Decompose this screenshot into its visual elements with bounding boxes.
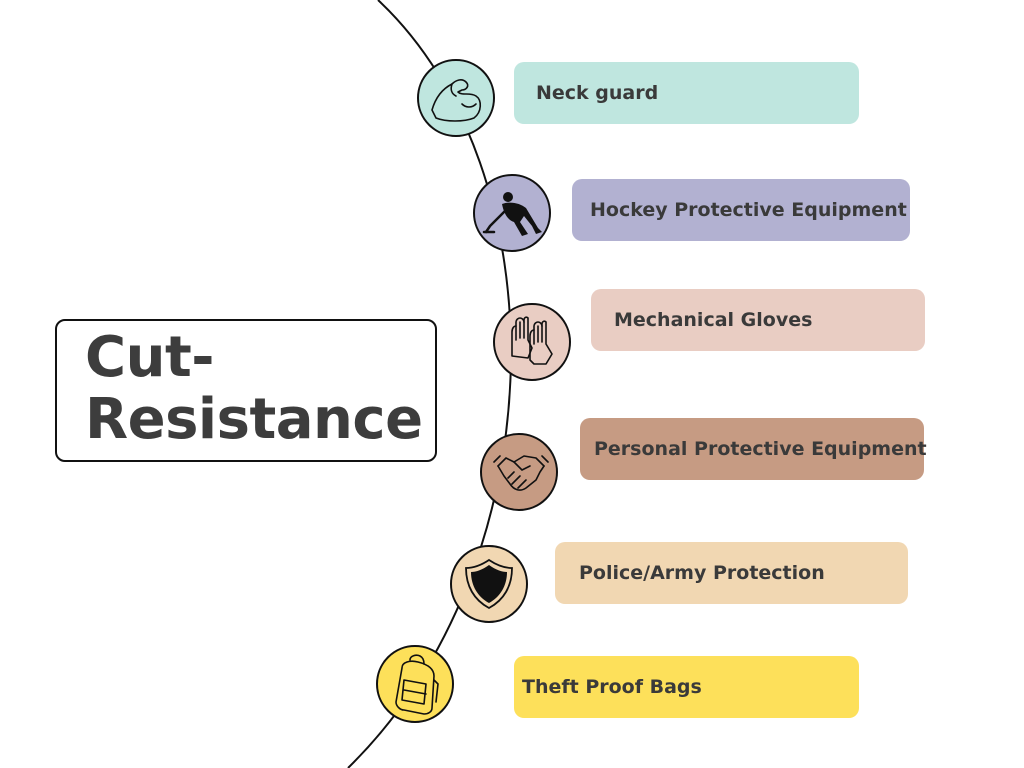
title-text: Cut- Resistance — [85, 327, 423, 451]
label-text-gloves: Mechanical Gloves — [614, 309, 813, 331]
title-line-1: Cut- — [85, 325, 214, 390]
backpack-icon — [395, 654, 439, 715]
node-hockey — [473, 174, 551, 252]
flexed-arm-icon — [431, 79, 482, 122]
label-text-police: Police/Army Protection — [579, 562, 825, 584]
hockey-player-icon — [482, 192, 542, 236]
title-line-2: Resistance — [85, 387, 423, 452]
label-hockey: Hockey Protective Equipment — [572, 179, 910, 241]
node-gloves — [493, 303, 571, 381]
node-circle-1 — [417, 59, 495, 137]
label-bags: Theft Proof Bags — [514, 656, 859, 718]
label-ppe: Personal Protective Equipment — [580, 418, 927, 480]
shield-icon — [465, 558, 513, 610]
gloves-icon — [511, 316, 553, 365]
node-neck-guard — [417, 59, 495, 137]
node-bags — [376, 645, 454, 723]
label-text-hockey: Hockey Protective Equipment — [590, 199, 907, 221]
title-box: Cut- Resistance — [55, 319, 437, 462]
label-text-ppe: Personal Protective Equipment — [594, 438, 927, 460]
label-police: Police/Army Protection — [555, 542, 908, 604]
handshake-icon — [493, 455, 549, 491]
node-ppe — [480, 433, 558, 511]
node-circle-3 — [493, 303, 571, 381]
label-text-neck-guard: Neck guard — [536, 82, 659, 104]
label-text-bags: Theft Proof Bags — [522, 676, 702, 698]
node-police — [450, 545, 528, 623]
node-circle-6 — [376, 645, 454, 723]
label-gloves: Mechanical Gloves — [591, 289, 925, 351]
label-neck-guard: Neck guard — [514, 62, 859, 124]
node-circle-4 — [480, 433, 558, 511]
